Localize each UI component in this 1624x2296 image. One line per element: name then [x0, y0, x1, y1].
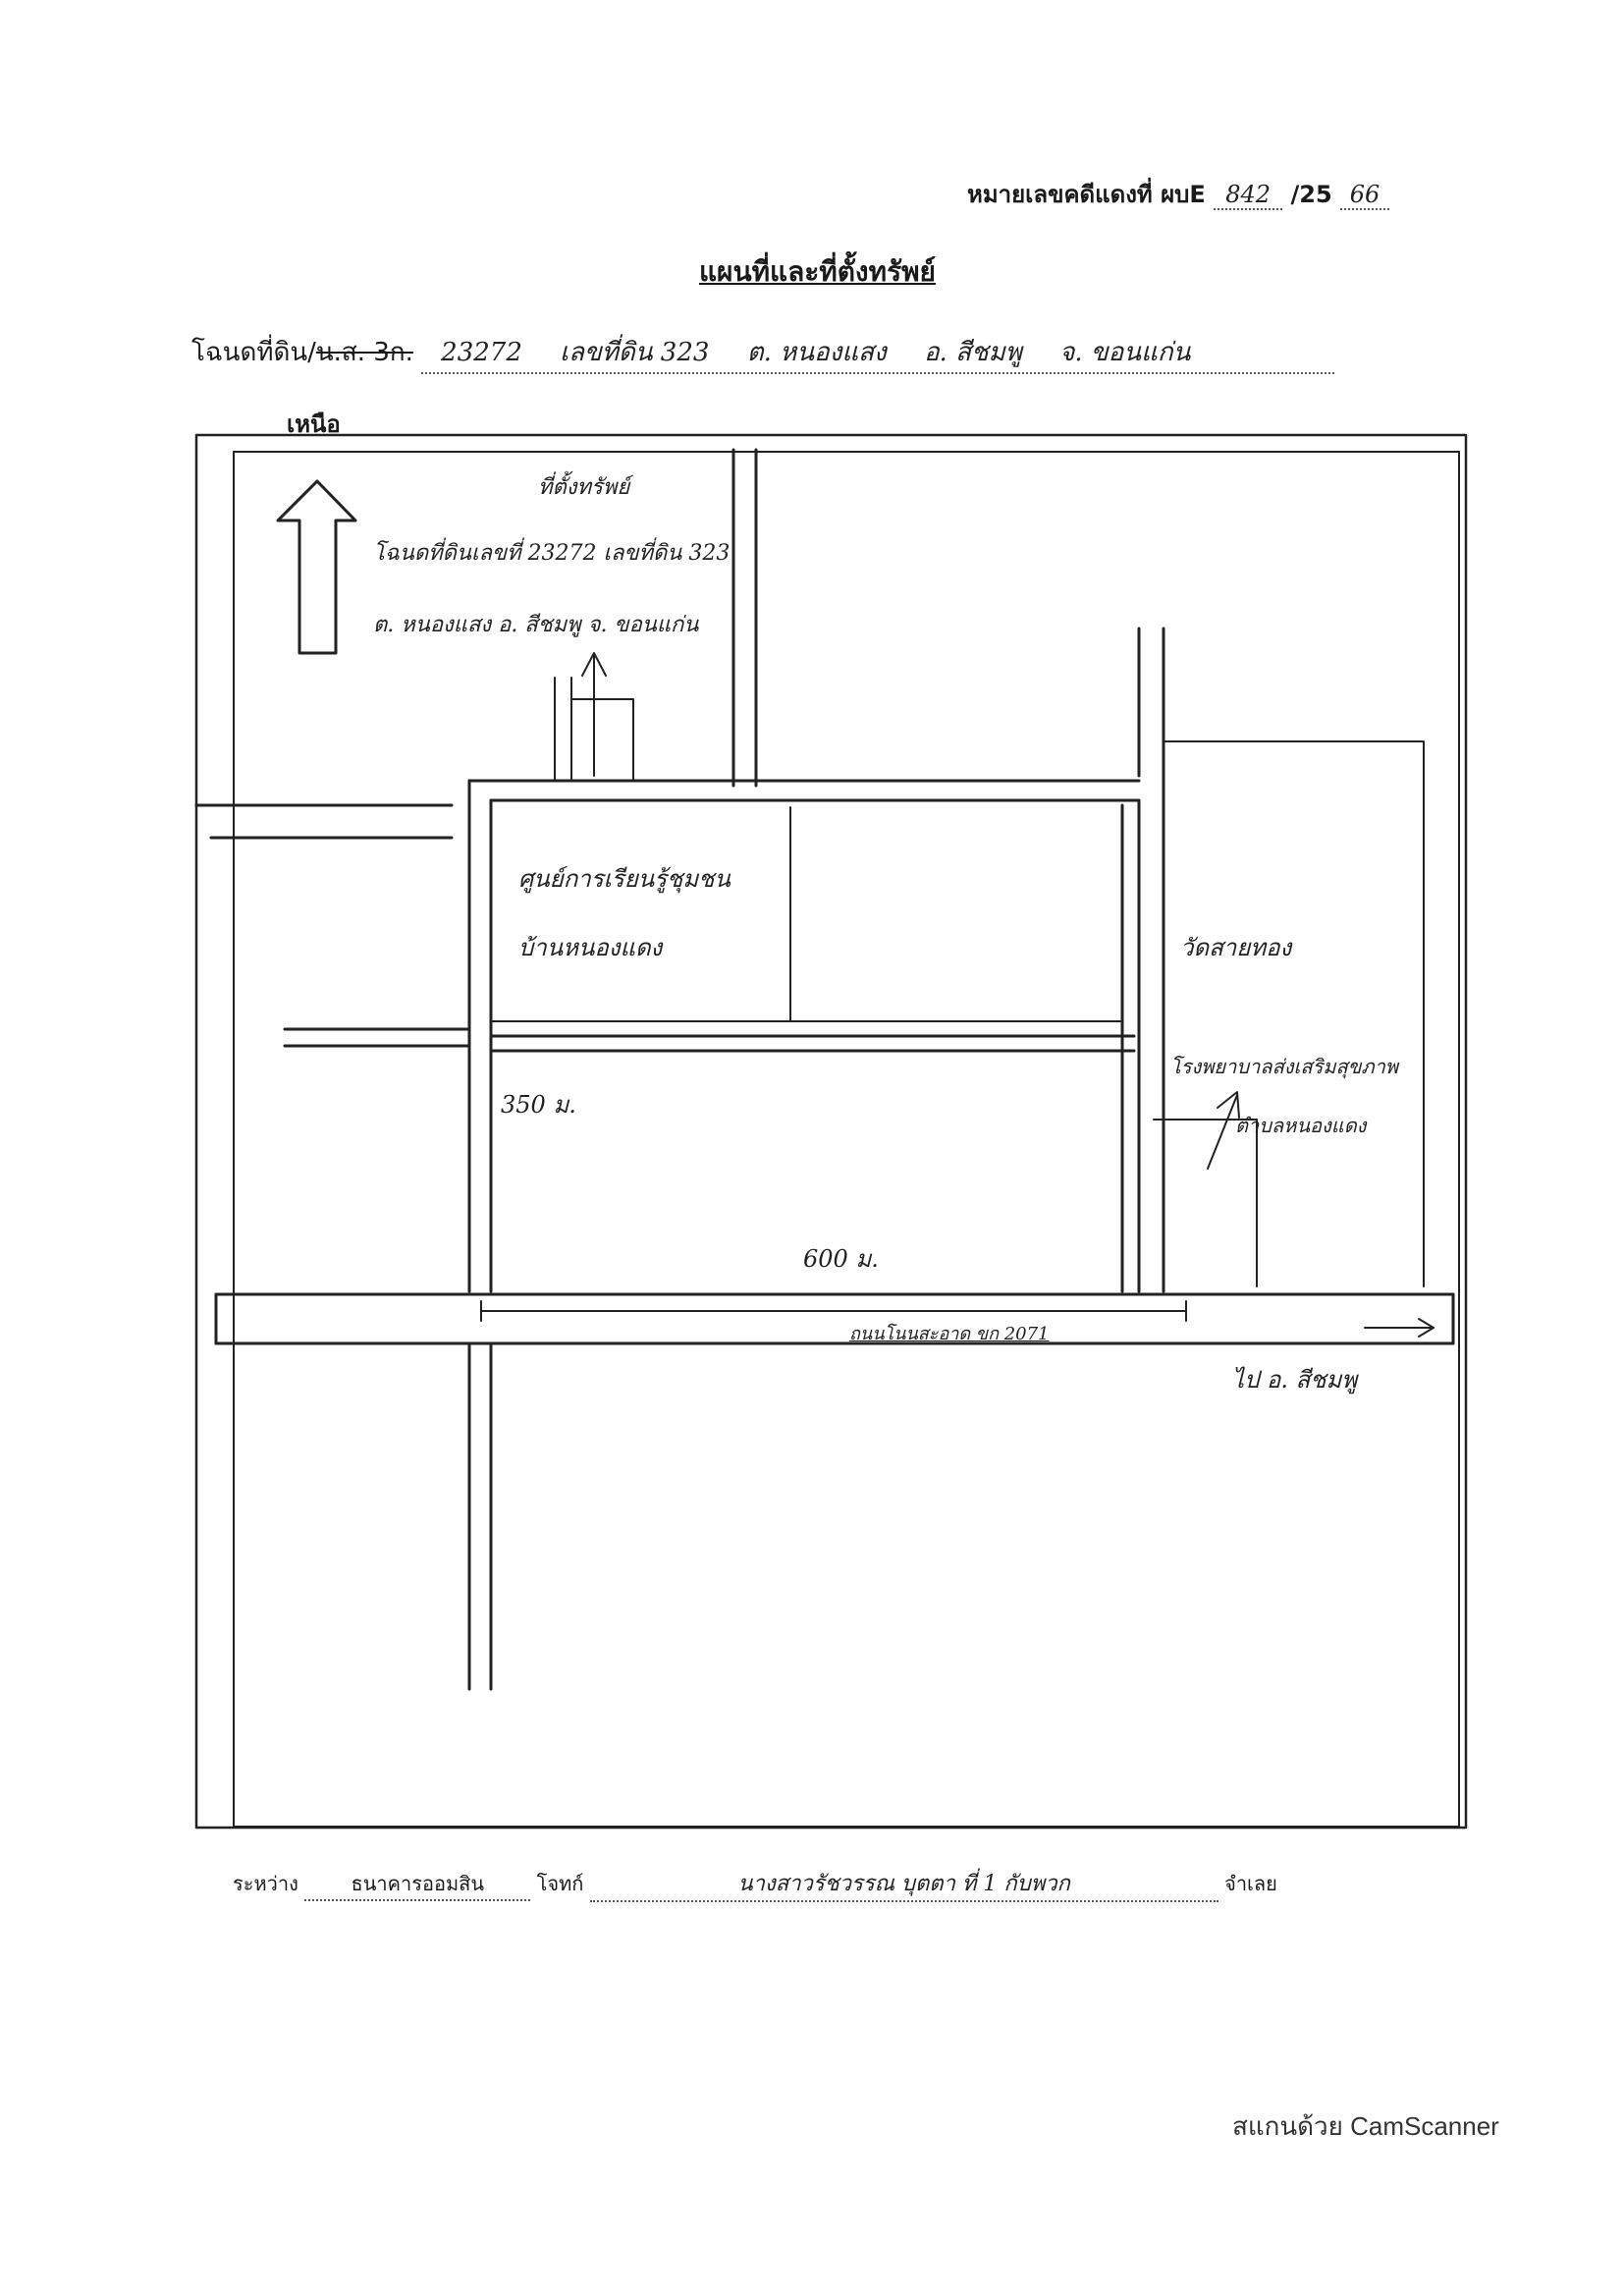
hospital-label-1: โรงพยาบาลส่งเสริมสุขภาพ	[1170, 1055, 1398, 1078]
hospital-arrow-icon	[1207, 1094, 1238, 1170]
temple-compound	[1164, 740, 1425, 1287]
direction-label: ไป อ. สีชมพู	[1232, 1366, 1358, 1394]
defendant-role: จำเลย	[1224, 1872, 1277, 1895]
case-number: 842	[1214, 181, 1283, 210]
plaintiff-role: โจทก์	[536, 1872, 584, 1895]
property-label-3: ต. หนองแสง อ. สีชมพู จ. ขอนแก่น	[373, 613, 699, 637]
deed-number: 23272	[441, 338, 522, 367]
land-number: 323	[660, 338, 710, 367]
center-label-1: ศูนย์การเรียนรู้ชุมชน	[518, 865, 731, 893]
north-arrow-icon	[276, 479, 357, 655]
plaintiff-name: ธนาคารออมสิน	[304, 1868, 531, 1901]
road-label: ถนนโนนสะอาด ขก 2071	[849, 1324, 1050, 1344]
property-label-2: โฉนดที่ดินเลขที่ 23272 เลขที่ดิน 323	[373, 541, 731, 566]
distance-350: 350 ม.	[501, 1091, 576, 1119]
distance-600: 600 ม.	[803, 1245, 879, 1273]
deed-label: โฉนดที่ดิน/	[191, 338, 316, 367]
case-number-label: หมายเลขคดีแดงที่ ผบE	[967, 181, 1206, 208]
hospital-label-2: ตำบลหนองแดง	[1235, 1114, 1367, 1137]
deed-struck-label: น.ส. 3ก.	[315, 338, 413, 367]
center-label-2: บ้านหนองแดง	[518, 934, 663, 961]
temple-label: วัดสายทอง	[1180, 934, 1292, 961]
document-title: แผนที่และที่ตั้งทรัพย์	[699, 255, 936, 288]
year-suffix: 66	[1340, 181, 1390, 210]
district: อ. สีชมพู	[923, 338, 1022, 367]
province: จ. ขอนแก่น	[1059, 338, 1191, 367]
subdistrict: ต. หนองแสง	[746, 338, 887, 367]
defendant-name: นางสาวรัชวรรณ บุตตา ที่ 1 กับพวก	[589, 1866, 1218, 1902]
between-label: ระหว่าง	[233, 1872, 298, 1895]
map-inner-frame	[233, 451, 1460, 1828]
year-prefix: /25	[1290, 181, 1332, 208]
north-label: เหนือ	[287, 410, 341, 438]
property-marker	[570, 698, 634, 782]
camscanner-watermark: สแกนด้วย CamScanner	[1232, 2111, 1499, 2141]
land-number-label: เลขที่ดิน	[560, 338, 653, 367]
property-label-1: ที่ตั้งทรัพย์	[538, 475, 630, 500]
